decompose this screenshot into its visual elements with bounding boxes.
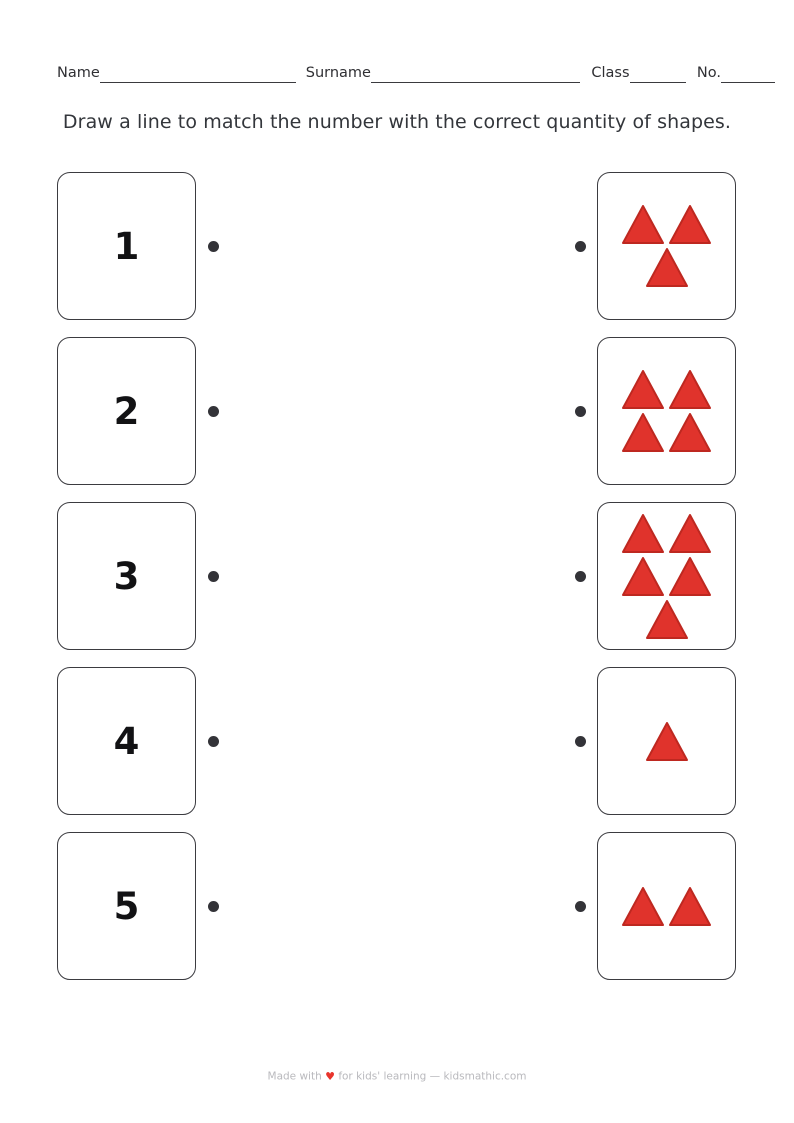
number-card[interactable]: 1	[57, 172, 196, 320]
shape-triangle	[645, 721, 689, 762]
class-field[interactable]: Class	[591, 65, 686, 83]
match-row: 3	[0, 502, 794, 650]
shape-triangle	[668, 412, 712, 453]
shape-card[interactable]	[597, 337, 736, 485]
connector-dot-right[interactable]	[575, 240, 586, 252]
connector-dot-right[interactable]	[575, 900, 586, 912]
matching-board: 1 2 3 4 5	[0, 172, 794, 997]
triangle-icon	[669, 370, 711, 409]
connector-dot-left[interactable]	[208, 405, 219, 417]
shape-cluster	[617, 721, 717, 762]
triangle-icon	[669, 556, 711, 596]
shape-triangle	[621, 513, 665, 554]
class-field-line[interactable]	[629, 69, 686, 83]
number-field-line[interactable]	[721, 69, 775, 83]
triangle-icon	[669, 513, 711, 553]
shape-triangle	[621, 886, 665, 927]
shape-triangle	[668, 513, 712, 554]
shape-triangle	[621, 369, 665, 410]
match-row: 4	[0, 667, 794, 815]
shape-triangle	[668, 886, 712, 927]
shape-cluster	[617, 204, 717, 288]
footer-suffix: for kids' learning — kidsmathic.com	[338, 1070, 527, 1083]
number-field[interactable]: No.	[697, 66, 775, 83]
name-field[interactable]: Name	[57, 66, 296, 83]
surname-field[interactable]: Surname	[306, 66, 580, 83]
shape-cluster	[617, 513, 717, 640]
match-row: 2	[0, 337, 794, 485]
shape-triangle	[621, 204, 665, 245]
name-field-label: Name	[57, 65, 100, 81]
connector-dot-left[interactable]	[208, 735, 219, 747]
shape-card[interactable]	[597, 172, 736, 320]
triangle-icon	[622, 556, 664, 596]
name-field-line[interactable]	[99, 69, 296, 83]
triangle-icon	[645, 248, 688, 287]
instruction-text: Draw a line to match the number with the…	[62, 111, 732, 133]
match-row: 5	[0, 832, 794, 980]
connector-dot-left[interactable]	[208, 570, 219, 582]
number-value: 2	[113, 389, 140, 433]
number-value: 1	[113, 224, 140, 268]
number-card[interactable]: 2	[57, 337, 196, 485]
triangle-icon	[622, 886, 664, 926]
shape-cluster	[617, 886, 717, 927]
number-card[interactable]: 5	[57, 832, 196, 980]
shape-card[interactable]	[597, 832, 736, 980]
heart-icon: ♥	[325, 1070, 335, 1083]
triangle-icon	[669, 886, 711, 926]
connector-dot-right[interactable]	[575, 735, 586, 747]
triangle-icon	[622, 513, 664, 553]
shape-triangle	[621, 556, 665, 597]
triangle-icon	[645, 721, 688, 761]
number-value: 5	[113, 884, 140, 928]
connector-dot-left[interactable]	[208, 240, 219, 252]
number-value: 4	[113, 719, 140, 763]
triangle-icon	[622, 205, 664, 244]
number-field-label: No.	[696, 65, 721, 81]
shape-cluster	[617, 369, 717, 453]
shape-card[interactable]	[597, 667, 736, 815]
shape-triangle	[645, 247, 689, 288]
triangle-icon	[669, 413, 711, 452]
connector-dot-right[interactable]	[575, 405, 586, 417]
number-card[interactable]: 3	[57, 502, 196, 650]
footer-prefix: Made with	[267, 1070, 322, 1083]
triangle-icon	[622, 413, 664, 452]
number-card[interactable]: 4	[57, 667, 196, 815]
connector-dot-left[interactable]	[208, 900, 219, 912]
shape-triangle	[621, 412, 665, 453]
class-field-label: Class	[591, 65, 630, 81]
surname-field-label: Surname	[305, 65, 371, 81]
shape-triangle	[668, 204, 712, 245]
connector-dot-right[interactable]	[575, 570, 586, 582]
shape-triangle	[645, 599, 689, 640]
student-info-header: Name Surname Class No.	[57, 66, 775, 83]
shape-triangle	[668, 369, 712, 410]
triangle-icon	[622, 370, 664, 409]
surname-field-line[interactable]	[370, 69, 580, 83]
triangle-icon	[645, 599, 688, 639]
footer-credit: Made with ♥ for kids' learning — kidsmat…	[0, 1070, 794, 1083]
shape-triangle	[668, 556, 712, 597]
shape-card[interactable]	[597, 502, 736, 650]
match-row: 1	[0, 172, 794, 320]
triangle-icon	[669, 205, 711, 244]
number-value: 3	[113, 554, 140, 598]
